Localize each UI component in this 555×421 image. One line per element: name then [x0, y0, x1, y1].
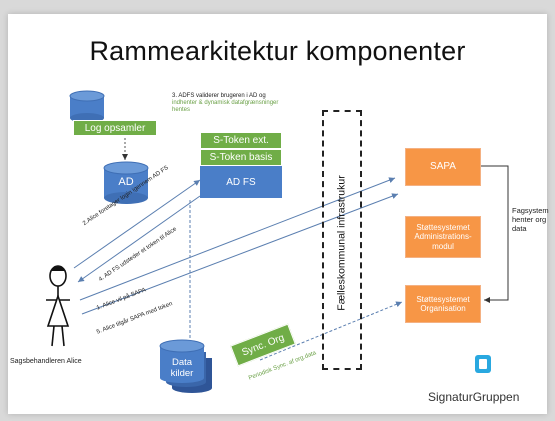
log-opsamler-box: Log opsamler — [73, 120, 157, 136]
step4-arrow — [77, 195, 201, 283]
infrastructure-box — [322, 110, 362, 370]
ad-label: AD — [118, 176, 134, 188]
fagsystem-connector — [480, 165, 509, 303]
infrastructure-label: Fælleskommunal infrastrukur — [336, 175, 348, 311]
fagsystem-note: Fagsystem henter org data — [512, 206, 549, 233]
ad-fs-box: AD FS — [200, 166, 282, 198]
data-kilder-database-icon — [159, 339, 212, 393]
adfs-note-green-text: indhenter & dynamisk datafgrænsninger he… — [172, 100, 279, 114]
sapa-box: SAPA — [405, 148, 481, 186]
stottesystemet-admin-box: Støttesystemet Administrations-modul — [405, 216, 481, 258]
person-icon — [46, 265, 70, 347]
person-label: Sagsbehandleren Alice — [10, 358, 82, 365]
adfs-validation-note: 3. ADFS validerer brugeren i AD og indhe… — [172, 93, 292, 115]
step1-arrow — [79, 177, 396, 301]
s-token-basis-box: S-Token basis — [200, 149, 282, 166]
brand-name: SignaturGruppen — [428, 390, 520, 404]
ad-database-icon — [103, 161, 149, 204]
step5-arrow — [81, 193, 399, 315]
data-kilder-label: Data kilder — [170, 357, 194, 379]
s-token-ext-box: S-Token ext. — [200, 132, 282, 149]
diagram-title: Rammearkitektur komponenter — [89, 36, 466, 66]
infrastructure-label-wrap: Fælleskommunal infrastrukur — [322, 118, 362, 368]
log-database-icon — [69, 90, 105, 123]
adfs-note-text: 3. ADFS validerer brugeren i AD og — [172, 93, 266, 99]
step2-arrow — [73, 179, 201, 269]
signaturgruppen-logo-icon — [475, 355, 491, 373]
sync-arrow — [259, 301, 403, 361]
stottesystemet-org-box: Støttesystemet Organisation — [405, 285, 481, 323]
